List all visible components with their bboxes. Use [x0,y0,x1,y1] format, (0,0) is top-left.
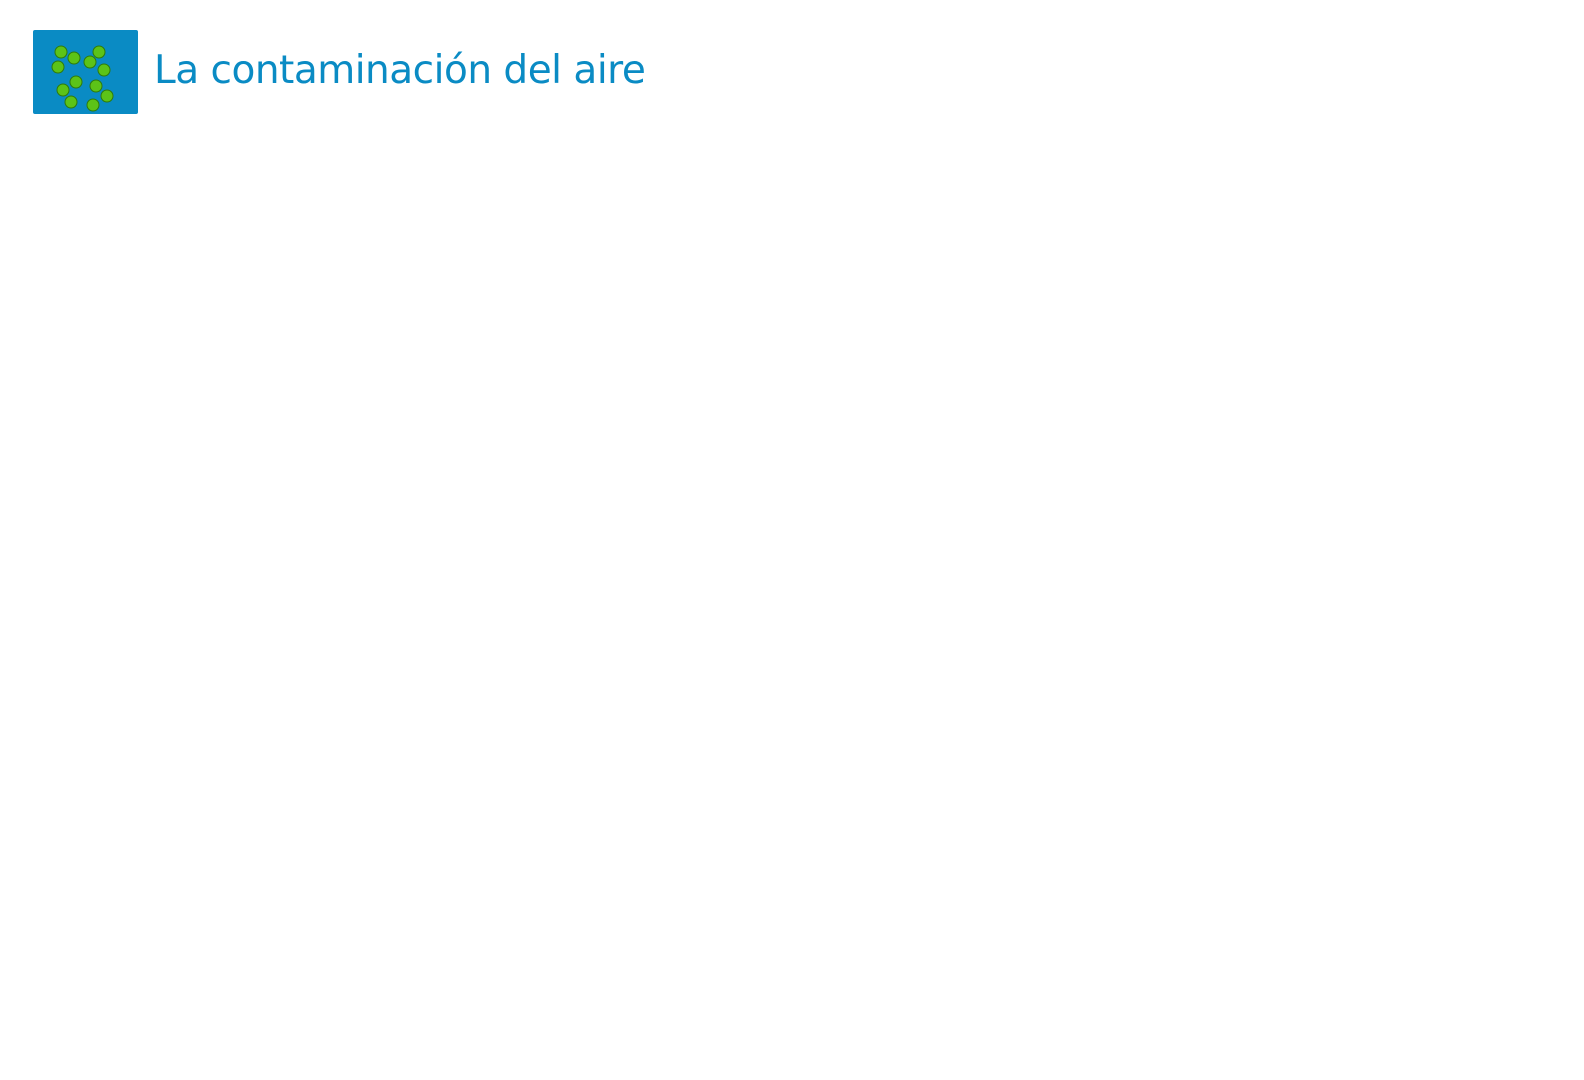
molecules-logo-icon [33,30,138,114]
volcano-smoke [1224,603,1434,788]
car [1214,961,1316,997]
page-title: La contaminación del aire [154,48,646,93]
carbon-monoxide-molecule[interactable] [727,356,819,457]
semi-truck [409,927,671,996]
particulate-matter-city[interactable] [324,766,631,878]
van [831,949,949,997]
particulate-matter-cloud[interactable] [686,547,929,663]
sulfur-dioxide-molecule[interactable] [1196,562,1311,656]
road [0,996,1584,999]
soot-particle[interactable] [1064,794,1126,856]
suv [1434,957,1539,997]
sun-icon [668,38,848,218]
city-skyline [17,760,1545,996]
tanker-truck [64,929,306,997]
ozone-molecule[interactable] [318,575,438,678]
particle-dot [655,746,665,756]
lightning-bolt-icon [200,234,260,412]
right-clouds [1144,166,1529,270]
sun-cloud [702,152,1020,239]
acid-rain [33,228,372,952]
ground [0,999,1584,1067]
rain-cloud [91,136,405,222]
mountains [0,790,1584,998]
nitrogen-dioxide-molecule[interactable] [1278,347,1402,454]
